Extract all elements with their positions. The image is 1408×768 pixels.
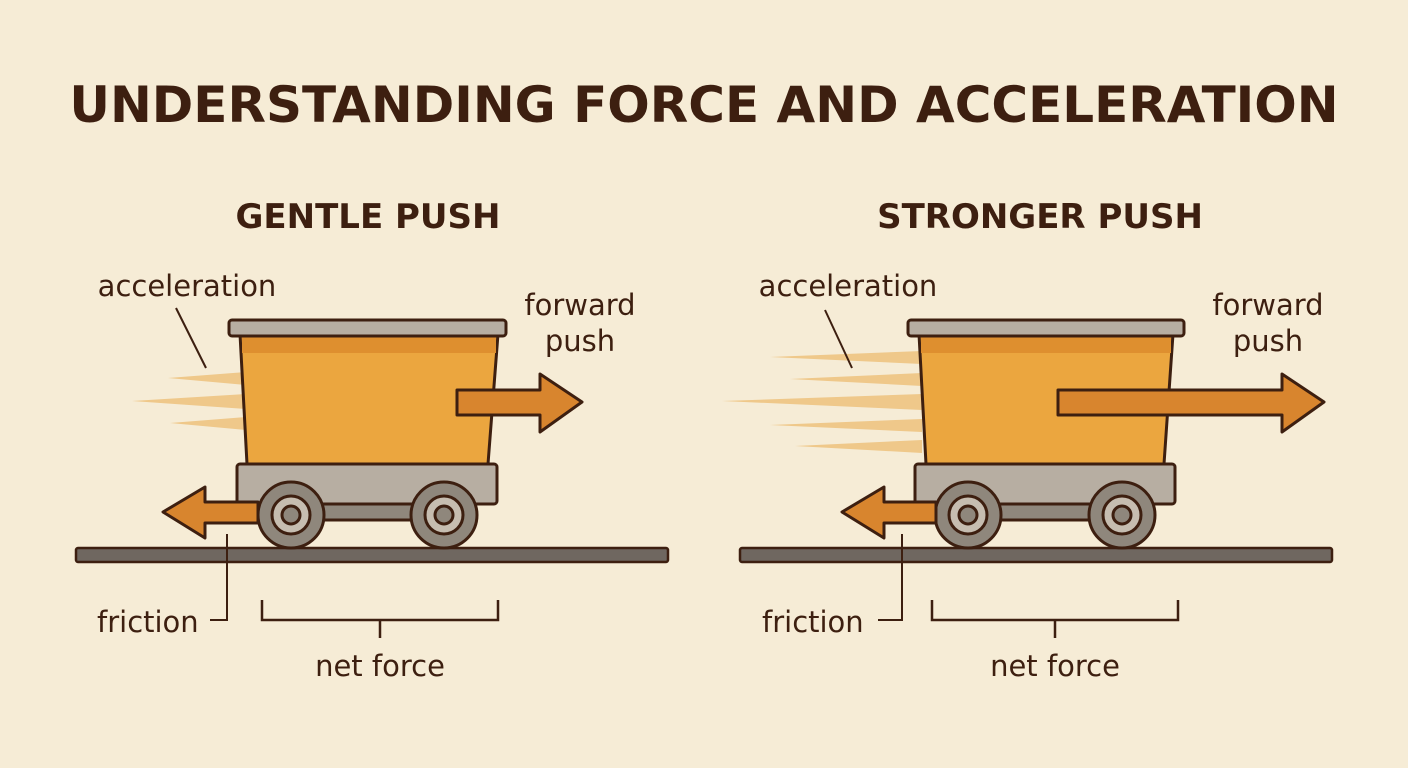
cart-inner-shadow — [921, 336, 1171, 353]
ground-track — [74, 546, 670, 564]
acceleration-label: acceleration — [759, 269, 938, 303]
net-force-bracket — [930, 600, 1180, 638]
cart-rim — [227, 318, 508, 338]
forward-push-label-line1: forward — [1212, 288, 1323, 322]
acceleration-pointer-line — [175, 307, 207, 369]
friction-pointer-line — [210, 534, 228, 621]
cart-wheel-front — [1087, 480, 1157, 550]
friction-arrow — [161, 485, 260, 540]
net-force-label: net force — [315, 649, 445, 683]
cart-rim — [906, 318, 1186, 338]
forward-push-label-line2: push — [1233, 324, 1303, 358]
cart — [227, 318, 508, 550]
cart — [906, 318, 1186, 550]
acceleration-label: acceleration — [98, 269, 277, 303]
acceleration-motion-lines — [722, 351, 922, 453]
forward-push-label-line2: push — [545, 324, 615, 358]
friction-pointer-line — [878, 534, 903, 621]
acceleration-motion-lines — [132, 372, 246, 430]
panel-gentle-push: GENTLE PUSH acceleration — [74, 197, 670, 683]
cart-wheel-front — [409, 480, 479, 550]
friction-arrow — [840, 485, 938, 540]
page-title: UNDERSTANDING FORCE AND ACCELERATION — [69, 76, 1338, 134]
forward-push-label-line1: forward — [524, 288, 635, 322]
forward-push-arrow — [1056, 372, 1326, 434]
cart-wheel-rear — [933, 480, 1003, 550]
cart-inner-shadow — [242, 336, 496, 353]
forward-push-arrow — [455, 372, 584, 434]
cart-wheel-rear — [256, 480, 326, 550]
acceleration-pointer-line — [824, 309, 853, 369]
friction-label: friction — [762, 605, 864, 639]
panel-heading: GENTLE PUSH — [236, 197, 501, 237]
net-force-bracket — [260, 600, 500, 638]
friction-label: friction — [97, 605, 199, 639]
net-force-label: net force — [990, 649, 1120, 683]
ground-track — [738, 546, 1334, 564]
panel-stronger-push: STRONGER PUSH acceleration — [722, 197, 1334, 683]
panel-heading: STRONGER PUSH — [877, 197, 1203, 237]
